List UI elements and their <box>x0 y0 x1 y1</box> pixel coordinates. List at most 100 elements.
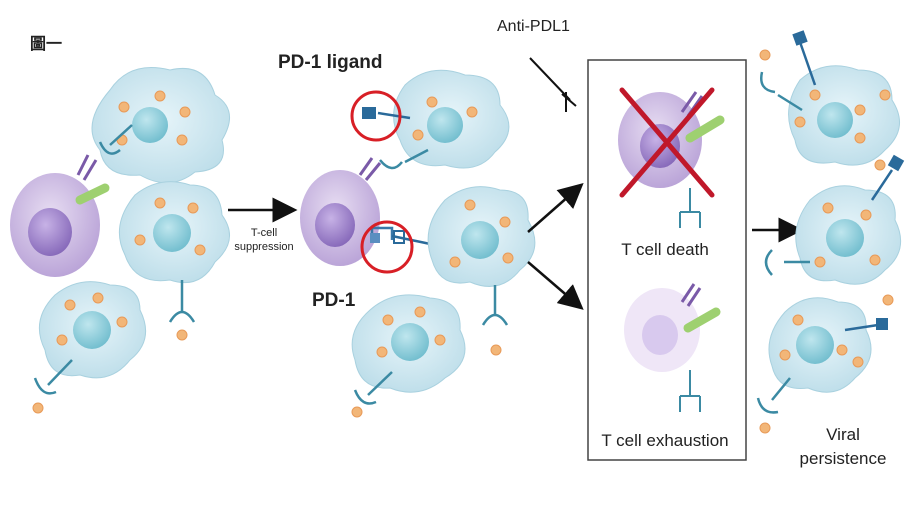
pd-l1-head <box>887 154 905 172</box>
virus-particle <box>32 402 44 414</box>
receptor-fork <box>679 370 701 412</box>
pd1-ligand-label: PD-1 ligand <box>278 52 383 73</box>
virus-particle <box>854 132 866 144</box>
virus-particle <box>759 422 771 434</box>
virus-particle <box>854 104 866 116</box>
pd1-receptor-body <box>370 233 380 243</box>
virus-particle <box>809 89 821 101</box>
death-cross <box>619 87 715 198</box>
pd-l1-head <box>792 30 808 46</box>
tcr-receptor <box>76 154 98 181</box>
virus-particle <box>56 334 68 346</box>
cell-nucleus <box>391 323 429 361</box>
virus-particle <box>464 199 476 211</box>
cell-nucleus <box>153 214 191 252</box>
virus-particle <box>466 106 478 118</box>
virus-particle <box>499 216 511 228</box>
virus-particle <box>134 234 146 246</box>
virus-particle <box>869 254 881 266</box>
mhc-stem <box>777 93 803 112</box>
virus-particle <box>794 116 806 128</box>
t-cell-death-group <box>618 87 725 228</box>
virus-particle <box>490 344 502 356</box>
virus-particle <box>116 316 128 328</box>
cell-nucleus <box>73 311 111 349</box>
viral-persistence-label: Viral persistence <box>799 425 887 468</box>
pd-l1-head <box>876 318 888 330</box>
pd-l1-stem <box>844 323 879 332</box>
pd1-label: PD-1 <box>312 290 356 311</box>
virus-particle <box>154 90 166 102</box>
virus-particle <box>874 159 886 171</box>
mhc-stem <box>109 124 133 146</box>
virus-particle <box>118 101 130 113</box>
tcell-death-label: T cell death <box>621 240 709 259</box>
panel-suppression <box>300 69 536 418</box>
figure-label: 圖一 <box>30 36 63 53</box>
cell-nucleus <box>461 221 499 259</box>
virus-particle <box>822 202 834 214</box>
pd1-receptor <box>75 183 110 205</box>
virus-particle <box>426 96 438 108</box>
cell-nucleus <box>132 107 168 143</box>
t-cell-nucleus <box>642 315 678 355</box>
mhc-stem <box>47 359 73 386</box>
virus-particle <box>449 256 461 268</box>
pd1-receptor <box>685 115 725 143</box>
tcell-suppression-label: T-cell suppression <box>234 227 294 253</box>
mhc-cup <box>764 249 773 276</box>
pd-l1-stem <box>870 169 894 201</box>
virus-particle <box>852 356 864 368</box>
pd-l1-head <box>362 107 376 119</box>
receptor-fork <box>679 188 701 228</box>
virus-particle <box>376 346 388 358</box>
virus-particle <box>179 106 191 118</box>
pd-l1-head <box>393 230 405 244</box>
tcr-receptor <box>358 157 382 181</box>
virus-particle <box>412 129 424 141</box>
virus-particle <box>194 244 206 256</box>
pd1-ligand-highlight <box>350 90 402 142</box>
tcell-exhaustion-label: T cell exhaustion <box>601 431 729 450</box>
panel-viral-persistence <box>756 30 905 434</box>
t-cell-nucleus <box>315 203 355 247</box>
mhc-cup <box>33 377 57 395</box>
virus-particle <box>882 294 894 306</box>
panel-initial-state <box>10 67 230 414</box>
virus-particle <box>759 49 771 61</box>
virus-particle <box>382 314 394 326</box>
virus-particle <box>814 256 826 268</box>
virus-particle <box>879 89 891 101</box>
pd-l1-stem <box>377 111 411 120</box>
pd-l1-stem <box>798 41 817 86</box>
virus-particle <box>187 202 199 214</box>
virus-particle <box>176 329 188 341</box>
virus-particle <box>434 334 446 346</box>
pd1-highlight <box>360 220 414 274</box>
cell-nucleus <box>826 219 864 257</box>
anti-pdl1-inhibitor <box>529 57 577 112</box>
virus-particle <box>154 197 166 209</box>
mhc-stem <box>367 371 393 396</box>
virus-particle <box>860 209 872 221</box>
virus-particle <box>502 252 514 264</box>
cell-nucleus <box>796 326 834 364</box>
tcr-receptor <box>680 283 702 307</box>
anti-pdl1-label: Anti-PDL1 <box>497 18 570 35</box>
t-cell-exhaustion-group <box>624 283 721 412</box>
mhc-cup <box>353 389 377 405</box>
cell-nucleus <box>817 102 853 138</box>
mhc-cup <box>98 141 121 155</box>
virus-particle <box>779 349 791 361</box>
mhc-cup <box>481 313 509 326</box>
arrow-to-death <box>527 183 584 233</box>
virus-particle <box>836 344 848 356</box>
mhc-cup <box>168 310 196 323</box>
mhc-cup <box>379 159 403 170</box>
mhc-stem <box>771 377 791 401</box>
arrow-to-exhaustion <box>527 261 584 310</box>
virus-particle <box>414 306 426 318</box>
mhc-cup <box>760 71 776 94</box>
virus-particle <box>64 299 76 311</box>
